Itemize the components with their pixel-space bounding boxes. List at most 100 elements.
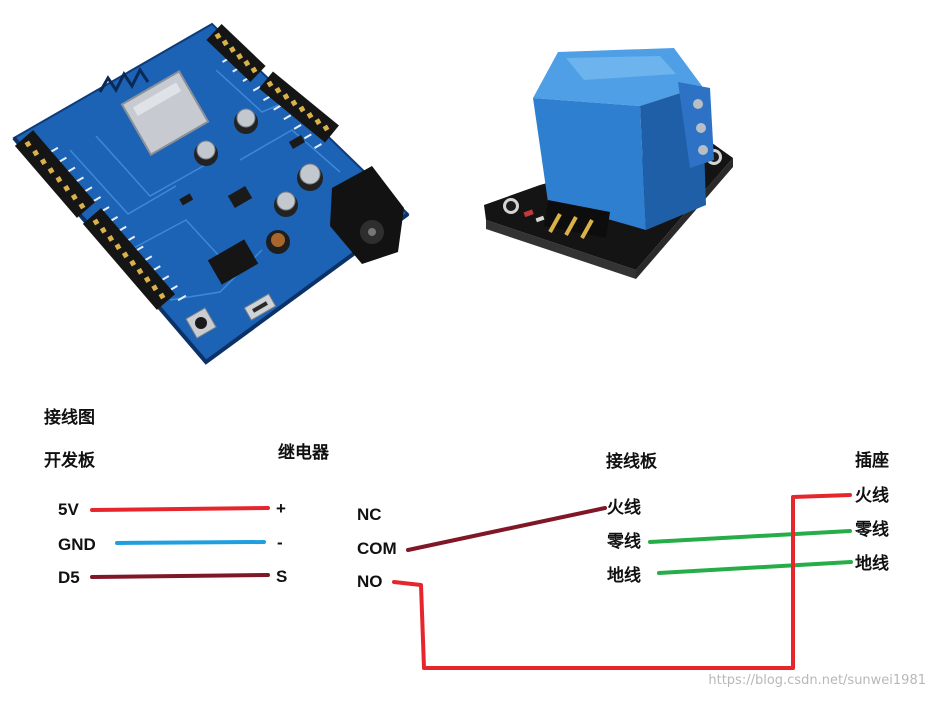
silkscreen-mark <box>273 104 282 111</box>
header-pin <box>70 193 78 201</box>
board-trace <box>129 219 233 271</box>
relay-pcb-side <box>636 158 733 279</box>
heading-relay: 继电器 <box>278 443 329 462</box>
wire-no-to-socket-live <box>392 493 852 670</box>
screw-terminal-screw <box>698 145 708 155</box>
relay-block-front <box>533 98 646 230</box>
capacitor-top <box>276 191 296 211</box>
micro-usb-opening <box>252 301 268 313</box>
header-pin <box>236 52 244 60</box>
relay-terminal-nc: NC <box>357 505 382 524</box>
silkscreen-mark <box>66 166 76 173</box>
board-trace <box>69 149 177 215</box>
header-pin <box>143 276 151 284</box>
header-pin <box>39 158 47 166</box>
dev-board-photo <box>12 22 410 365</box>
inductor <box>266 230 290 254</box>
header-pin <box>228 46 236 54</box>
socket-live: 火线 <box>855 486 889 505</box>
relay-terminal-no: NO <box>357 572 383 591</box>
small-component <box>288 135 306 149</box>
header-pin <box>47 167 55 175</box>
header-pin <box>290 99 298 107</box>
header-pin <box>158 292 166 300</box>
header-pin <box>298 105 306 113</box>
board-pin-d5: D5 <box>58 568 80 587</box>
header-pin <box>107 234 115 242</box>
header-pin <box>151 284 159 292</box>
esp-module-highlight <box>132 82 182 116</box>
esp-antenna <box>98 67 150 93</box>
esp-module-shield <box>120 70 210 156</box>
silkscreen-mark <box>283 114 292 121</box>
inductor-coil <box>271 233 285 247</box>
header-pin <box>121 251 129 259</box>
silkscreen-mark <box>293 124 302 130</box>
terminal-neutral: 零线 <box>607 532 641 551</box>
header-pin <box>32 149 40 157</box>
header-pin <box>274 86 282 94</box>
silkscreen-mark <box>169 284 178 292</box>
silkscreen-mark <box>49 146 59 154</box>
board-traces <box>69 69 341 301</box>
capacitor <box>297 163 323 191</box>
relay-pin <box>564 216 578 236</box>
terminal-live: 火线 <box>607 498 641 517</box>
board-pin-gnd: GND <box>58 535 96 554</box>
wires <box>90 493 853 670</box>
usb-serial-chip <box>207 239 259 285</box>
relay-block-highlight <box>566 56 676 80</box>
silkscreen-mark <box>177 294 187 302</box>
header-pin <box>78 202 86 210</box>
capacitor-top <box>236 108 256 128</box>
dc-jack <box>330 166 404 264</box>
capacitor <box>194 140 218 166</box>
silkscreen-mark <box>58 156 67 164</box>
board-trace <box>239 129 341 173</box>
silkscreen-mark <box>303 133 312 140</box>
board-trace <box>95 135 215 197</box>
header-pin <box>129 259 137 267</box>
terminal-earth: 地线 <box>607 566 641 585</box>
header-pin <box>314 118 322 126</box>
relay-pin-s: S <box>276 567 288 586</box>
relay-module-photo <box>484 48 733 279</box>
board-left-header-pins <box>24 140 166 300</box>
header-pin <box>114 243 122 251</box>
silkscreen-mark <box>314 143 322 149</box>
header-pin <box>136 267 144 275</box>
watermark: https://blog.csdn.net/sunwei1981 <box>708 673 926 688</box>
header-pin <box>282 93 290 101</box>
header-pin <box>99 226 107 234</box>
smd-resistor <box>535 215 545 223</box>
header-pin <box>63 184 71 192</box>
regulator-chip <box>227 185 253 209</box>
dc-jack-pin <box>368 228 376 236</box>
header-pin <box>92 218 100 226</box>
screw-terminal-screw <box>696 123 706 133</box>
wire-d5-to-s <box>90 573 270 579</box>
socket-earth: 地线 <box>855 554 889 573</box>
silkscreen-mark <box>92 196 102 203</box>
relay-pcb-side <box>486 220 636 279</box>
header-pin <box>214 32 222 40</box>
board-top-header-left <box>206 24 266 82</box>
silkscreen-mark <box>75 176 84 183</box>
heading-board: 开发板 <box>44 451 95 470</box>
silkscreen-mark <box>83 186 93 193</box>
relay-pin <box>548 213 562 233</box>
relay-pin-minus: - <box>277 533 283 552</box>
wire-terminal-earth-to-socket-earth <box>657 560 853 575</box>
status-led <box>523 209 534 218</box>
heading-terminal-board: 接线板 <box>606 452 657 471</box>
screw-terminal-screw <box>693 99 703 109</box>
header-pin <box>250 66 258 74</box>
header-pin <box>306 111 314 119</box>
relay-pin <box>580 219 594 239</box>
small-component <box>179 193 194 206</box>
header-pin <box>243 59 251 67</box>
capacitor-top <box>196 140 216 160</box>
socket-neutral: 零线 <box>855 520 889 539</box>
header-pin <box>55 175 63 183</box>
